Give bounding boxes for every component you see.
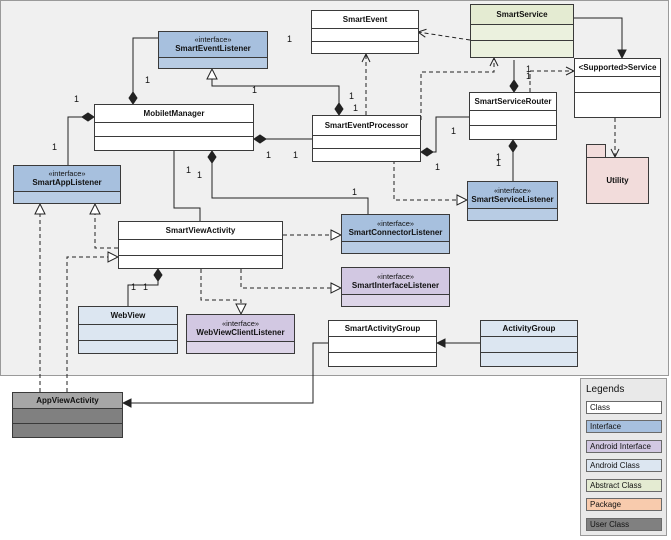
- legend-label: Android Interface: [590, 442, 651, 451]
- class-name: SmartEvent: [312, 11, 418, 29]
- multiplicity-label: 1: [52, 142, 58, 152]
- multiplicity-label: 1: [145, 75, 151, 85]
- class-name: MobiletManager: [95, 105, 253, 123]
- multiplicity-label: 1: [293, 150, 299, 160]
- smart-service-router-class[interactable]: SmartServiceRouter: [469, 92, 557, 140]
- smart-event-class[interactable]: SmartEvent: [311, 10, 419, 54]
- legend-label: Android Class: [590, 461, 640, 470]
- smart-app-listener-interface[interactable]: «interface» SmartAppListener: [13, 165, 121, 204]
- wire-processor-router: [420, 116, 469, 157]
- stereotype-label: «interface»: [221, 318, 260, 328]
- smart-activity-group-class[interactable]: SmartActivityGroup: [328, 320, 437, 367]
- wire-viewactivity-applistener: [95, 204, 118, 249]
- multiplicity-label: 1: [287, 34, 293, 44]
- stereotype-label: «interface»: [376, 218, 415, 228]
- webview-class[interactable]: WebView: [78, 306, 178, 354]
- legend-label: Class: [590, 403, 611, 412]
- multiplicity-label: 1: [435, 162, 441, 172]
- multiplicity-label: 1: [143, 282, 149, 292]
- multiplicity-label: 1: [526, 64, 532, 74]
- multiplicity-label: 1: [349, 91, 355, 101]
- multiplicity-label: 1: [496, 158, 502, 168]
- legend-label: Interface: [590, 422, 622, 431]
- wire-viewactivity-interfacelistener: [240, 269, 341, 288]
- wire-manager-to-eventlistener: [128, 37, 158, 105]
- class-name: SmartViewActivity: [119, 222, 282, 240]
- wire-processor-eventlistener: [212, 69, 339, 115]
- stereotype-label: «interface»: [48, 169, 86, 178]
- legend-item-interface: Interface: [586, 420, 662, 433]
- wire-processor-service: [420, 58, 494, 120]
- wire-processor-servicelistener: [393, 160, 467, 200]
- wire-router-supported: [529, 71, 574, 92]
- multiplicity-label: 1: [197, 170, 203, 180]
- webview-client-listener-interface[interactable]: «interface» WebViewClientListener: [186, 314, 295, 354]
- wire-manager-viewactivity: [173, 151, 205, 234]
- stereotype-label: «interface»: [194, 35, 232, 44]
- activity-group-class[interactable]: ActivityGroup: [480, 320, 578, 367]
- interface-name: SmartConnectorListener: [348, 227, 443, 237]
- wire-service-smartevent: [418, 32, 471, 41]
- legend-panel: Legends Class Interface Android Interfac…: [580, 378, 667, 536]
- legend-item-android-interface: Android Interface: [586, 440, 662, 453]
- legend-item-class: Class: [586, 401, 662, 414]
- smart-connector-listener-interface[interactable]: «interface» SmartConnectorListener: [341, 214, 450, 254]
- smart-service-listener-interface[interactable]: «interface» SmartServiceListener: [467, 181, 558, 221]
- stereotype-label: «interface»: [493, 185, 532, 195]
- wire-service-supported: [574, 17, 622, 58]
- legend-item-android-class: Android Class: [586, 459, 662, 472]
- utility-package-tab: [586, 144, 606, 158]
- class-name: SmartService: [471, 5, 573, 25]
- mobilet-manager-class[interactable]: MobiletManager: [94, 104, 254, 151]
- multiplicity-label: 1: [353, 103, 359, 113]
- interface-name: SmartEventListener: [175, 44, 251, 53]
- smart-service-class[interactable]: SmartService: [470, 4, 574, 58]
- wire-viewactivity-webclient: [200, 269, 241, 314]
- multiplicity-label: 1: [131, 282, 137, 292]
- wire-smartgroup-appview: [123, 342, 328, 403]
- legend-item-user-class: User Class: [586, 518, 662, 531]
- stereotype-label: «interface»: [376, 271, 415, 281]
- class-name: AppViewActivity: [13, 393, 122, 409]
- multiplicity-label: 1: [526, 71, 532, 81]
- class-name: WebView: [79, 307, 177, 325]
- class-name: <Supported>Service: [575, 59, 660, 77]
- class-name: SmartEventProcessor: [313, 116, 420, 136]
- package-name: Utility: [606, 176, 629, 185]
- interface-name: SmartAppListener: [32, 178, 102, 187]
- multiplicity-label: 1: [74, 94, 80, 104]
- app-view-activity-class[interactable]: AppViewActivity: [12, 392, 123, 438]
- legend-label: Abstract Class: [590, 481, 642, 490]
- multiplicity-label: 1: [451, 126, 457, 136]
- legend-title: Legends: [586, 384, 625, 395]
- wire-manager-connector: [207, 150, 369, 214]
- multiplicity-label: 1: [352, 187, 358, 197]
- wire-viewactivity-webview: [127, 268, 163, 306]
- legend-item-package: Package: [586, 498, 662, 511]
- wire-appview-viewactivity: [66, 257, 118, 392]
- legend-item-abstract-class: Abstract Class: [586, 479, 662, 492]
- multiplicity-label: 1: [252, 85, 258, 95]
- wire-manager-applistener: [67, 112, 95, 165]
- smart-view-activity-class[interactable]: SmartViewActivity: [118, 221, 283, 269]
- multiplicity-label: 1: [186, 165, 192, 175]
- smart-event-listener-interface[interactable]: «interface» SmartEventListener: [158, 31, 268, 69]
- legend-label: Package: [590, 500, 622, 509]
- class-name: SmartActivityGroup: [329, 321, 436, 337]
- multiplicity-label: 1: [496, 152, 502, 162]
- interface-name: SmartInterfaceListener: [351, 280, 440, 290]
- smart-event-processor-class[interactable]: SmartEventProcessor: [312, 115, 421, 162]
- class-name: ActivityGroup: [481, 321, 577, 337]
- legend-label: User Class: [590, 520, 630, 529]
- class-name: SmartServiceRouter: [470, 93, 556, 111]
- interface-name: WebViewClientListener: [196, 327, 285, 337]
- supported-service-class[interactable]: <Supported>Service: [574, 58, 661, 118]
- multiplicity-label: 1: [266, 150, 272, 160]
- interface-name: SmartServiceListener: [471, 194, 554, 204]
- utility-package[interactable]: Utility: [586, 157, 649, 204]
- smart-interface-listener-interface[interactable]: «interface» SmartInterfaceListener: [341, 267, 450, 307]
